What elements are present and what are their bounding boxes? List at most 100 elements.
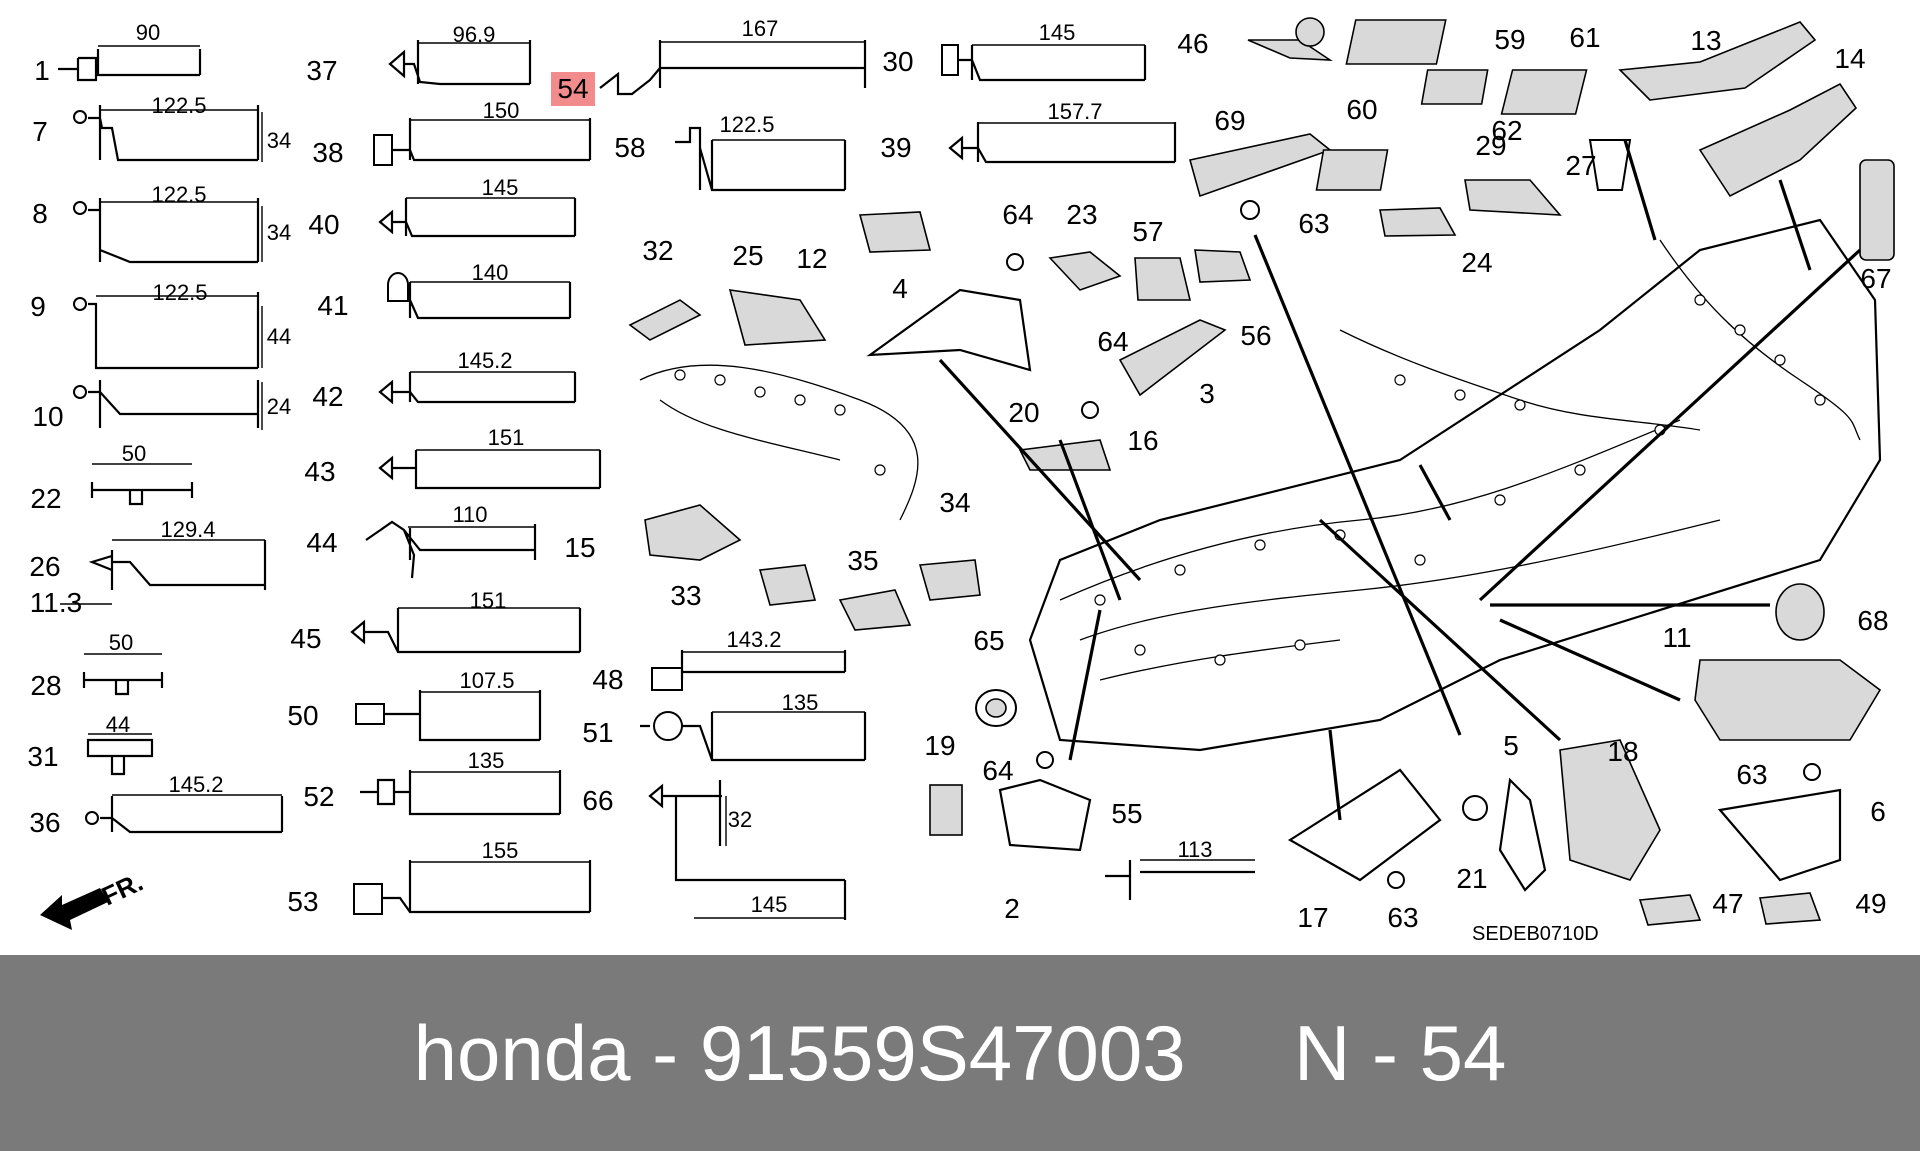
callout-label: 67 bbox=[1860, 263, 1891, 294]
front-direction-arrow bbox=[40, 888, 108, 930]
parts-diagram-svg: 1375430465961131473858396960622927840126… bbox=[27, 16, 1895, 945]
callout-highlight bbox=[551, 72, 595, 106]
callout-label: 18 bbox=[1607, 736, 1638, 767]
callout-label: 42 bbox=[312, 381, 343, 412]
third-column-parts bbox=[599, 40, 1177, 920]
callout-label: 26 bbox=[29, 551, 60, 582]
callout-label: 47 bbox=[1712, 888, 1743, 919]
callout-label: 7 bbox=[32, 116, 48, 147]
part-number-footer: honda - 91559S47003 N - 54 bbox=[0, 955, 1920, 1151]
callout-label: 28 bbox=[30, 670, 61, 701]
dimension-label: 90 bbox=[136, 20, 160, 45]
callout-label: 41 bbox=[317, 290, 348, 321]
callout-label: 24 bbox=[1461, 247, 1492, 278]
callout-label: 59 bbox=[1494, 24, 1525, 55]
callout-label: 19 bbox=[924, 730, 955, 761]
dimension-label: 34 bbox=[267, 128, 291, 153]
callout-label: 44 bbox=[306, 527, 337, 558]
dimension-label: 145 bbox=[482, 175, 519, 200]
dimension-label: 107.5 bbox=[459, 668, 514, 693]
callout-label: 54 bbox=[557, 73, 588, 104]
dimension-label: 151 bbox=[488, 425, 525, 450]
left-column-parts bbox=[58, 45, 284, 834]
dimension-label: 96.9 bbox=[453, 22, 496, 47]
footer-ref-label: N - 54 bbox=[1294, 1008, 1507, 1097]
callout-label: 60 bbox=[1346, 94, 1377, 125]
dimension-label: 157.7 bbox=[1047, 99, 1102, 124]
dimension-label: 122.5 bbox=[151, 182, 206, 207]
dimension-label: 110 bbox=[452, 502, 487, 527]
callout-label: 8 bbox=[32, 198, 48, 229]
callout-label: 29 bbox=[1475, 130, 1506, 161]
callout-label: 1 bbox=[34, 55, 50, 86]
callout-label: 10 bbox=[32, 401, 63, 432]
callout-label: 55 bbox=[1111, 798, 1142, 829]
callout-label: 27 bbox=[1565, 150, 1596, 181]
dimension-label: 145 bbox=[1039, 20, 1076, 45]
misc-parts bbox=[628, 17, 1895, 926]
callout-label: 36 bbox=[29, 807, 60, 838]
callout-label: 53 bbox=[287, 886, 318, 917]
dimension-label: 155 bbox=[482, 838, 519, 863]
dimension-label: 122.5 bbox=[151, 93, 206, 118]
dimension-labels: 90 96.9 167 145 122.5 34 150 122.5 157.7 122.5 34 1… bbox=[106, 16, 1213, 917]
callout-label: 32 bbox=[642, 235, 673, 266]
callout-label: 35 bbox=[847, 545, 878, 576]
dimension-label: 150 bbox=[483, 98, 520, 123]
callout-label: 49 bbox=[1855, 888, 1886, 919]
callout-label: 40 bbox=[308, 209, 339, 240]
wire-harness bbox=[639, 218, 1882, 752]
footer-separator: - bbox=[630, 1008, 700, 1097]
callout-label: 14 bbox=[1834, 43, 1865, 74]
dimension-label: 122.5 bbox=[719, 112, 774, 137]
callout-label: 25 bbox=[732, 240, 763, 271]
dimension-label: 129.4 bbox=[160, 517, 215, 542]
footer-gap bbox=[1186, 1008, 1294, 1099]
callout-label: 38 bbox=[312, 137, 343, 168]
dimension-label: 145.2 bbox=[168, 772, 223, 797]
callout-label: 15 bbox=[564, 532, 595, 563]
callout-label: 56 bbox=[1240, 320, 1271, 351]
callout-label: 6 bbox=[1870, 796, 1886, 827]
callout-label: 46 bbox=[1177, 28, 1208, 59]
second-column-parts bbox=[350, 40, 602, 915]
callout-label: 11 bbox=[1662, 622, 1691, 653]
callout-label: 50 bbox=[287, 700, 318, 731]
footer-brand: honda bbox=[413, 1008, 631, 1097]
dimension-label: 50 bbox=[122, 441, 146, 466]
callout-label: 12 bbox=[796, 243, 827, 274]
dimension-label: 135 bbox=[782, 690, 819, 715]
dimension-label: 135 bbox=[468, 748, 505, 773]
callout-label: 39 bbox=[880, 132, 911, 163]
callout-label: 37 bbox=[306, 55, 337, 86]
callout-label: 63 bbox=[1736, 759, 1767, 790]
dimension-label: 167 bbox=[742, 16, 779, 41]
callout-label: 13 bbox=[1690, 25, 1721, 56]
callout-label: 17 bbox=[1297, 902, 1328, 933]
callout-label: 11.3 bbox=[30, 587, 82, 618]
direction-label: FR. bbox=[97, 867, 148, 912]
callout-label: 57 bbox=[1132, 216, 1163, 247]
callout-label: 23 bbox=[1066, 199, 1097, 230]
leader-lines bbox=[938, 139, 1862, 821]
callout-label: 21 bbox=[1456, 863, 1487, 894]
dimension-label: 24 bbox=[267, 394, 291, 419]
callout-label: 22 bbox=[30, 483, 61, 514]
callout-label: 69 bbox=[1214, 105, 1245, 136]
dimension-label: 140 bbox=[472, 260, 509, 285]
dimension-label: 145 bbox=[751, 892, 788, 917]
callout-label: 4 bbox=[892, 273, 908, 304]
callout-label: 61 bbox=[1569, 22, 1600, 53]
callout-label: 34 bbox=[939, 487, 970, 518]
footer-part-number: 91559S47003 bbox=[699, 1008, 1186, 1097]
callout-label: 68 bbox=[1857, 605, 1888, 636]
dimension-label: 143.2 bbox=[726, 627, 781, 652]
dimension-label: 34 bbox=[267, 220, 291, 245]
callout-label: 58 bbox=[614, 132, 645, 163]
callout-label: 65 bbox=[973, 625, 1004, 656]
callout-label: 30 bbox=[882, 46, 913, 77]
dimension-label: 145.2 bbox=[457, 348, 512, 373]
dimension-label: 44 bbox=[267, 324, 291, 349]
callout-label: 66 bbox=[582, 785, 613, 816]
